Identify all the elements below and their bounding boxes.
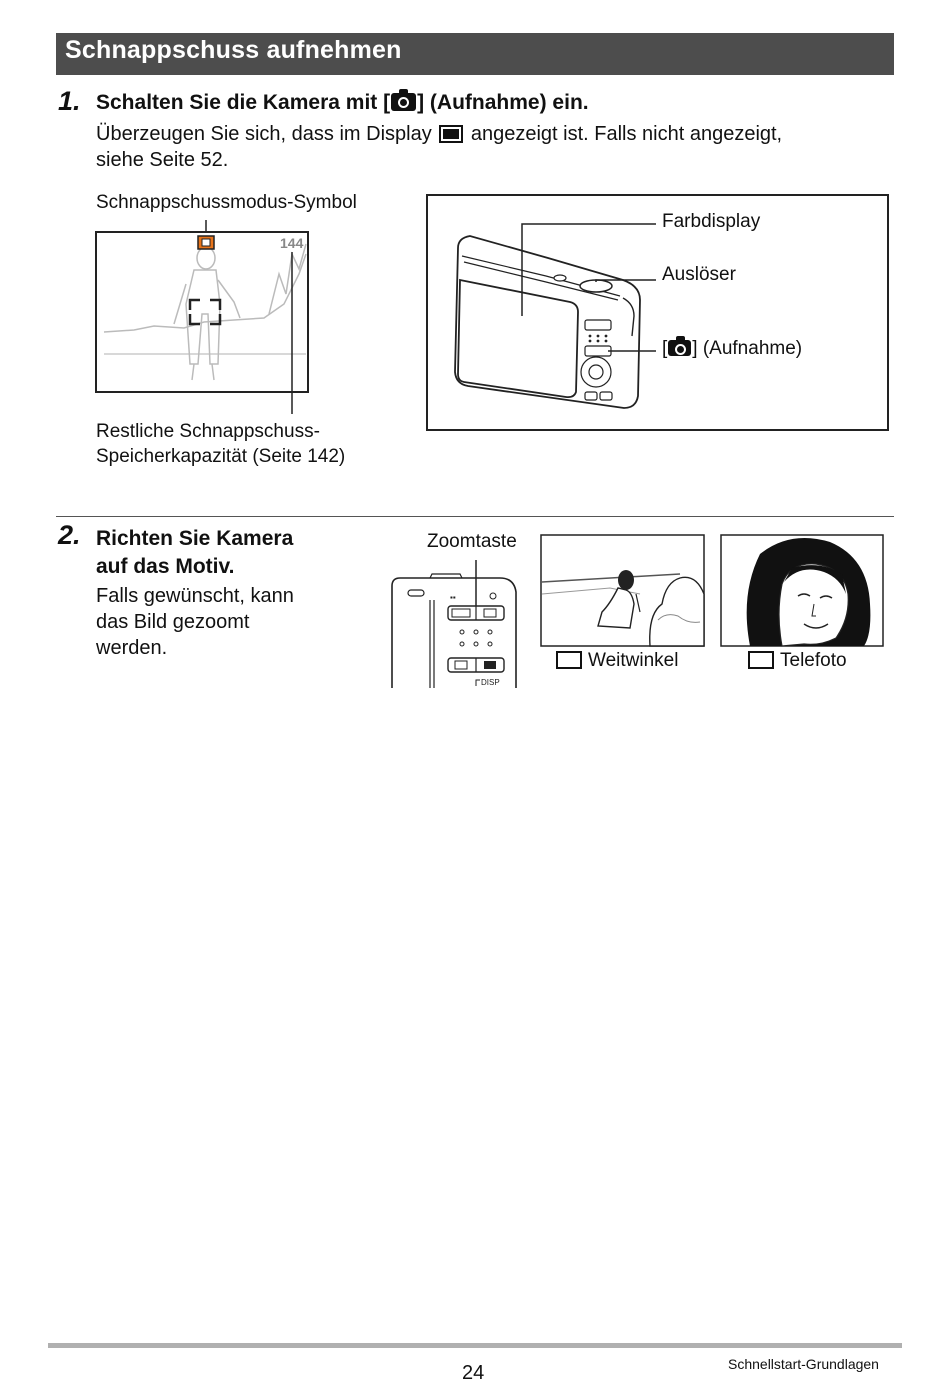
disp-label: DISP [481,678,500,687]
wide-angle-icon [556,651,582,669]
remaining-capacity-label: Restliche Schnappschuss- Speicherkapazit… [96,419,345,469]
step-2-body-line3: werden. [96,637,168,659]
wide-angle-photo [540,534,705,647]
page-number: 24 [462,1362,485,1384]
telephoto-icon [748,651,774,669]
footer-rule [48,1343,902,1348]
snapshot-mode-symbol-label: Schnappschussmodus-Symbol [96,192,357,213]
camera-record-icon [668,336,692,356]
wide-angle-text: Weitwinkel [588,650,679,671]
camera-back-figure: Farbdisplay Auslöser [ ] (Aufnahme) [426,194,889,431]
camera-back-illustration [454,223,656,409]
section-title: Schnappschuss aufnehmen [65,36,402,64]
step-2-title-line2: auf das Motiv. [96,555,235,578]
step-1-title-pre: Schalten Sie die Kamera mit [ [96,91,391,114]
record-button-label: [ ] (Aufnahme) [662,336,803,360]
step-2-title: Richten Sie Kamera auf das Motiv. [96,525,293,581]
remaining-capacity-line2: Speicherkapazität (Seite 142) [96,446,346,467]
svg-text:▪▪: ▪▪ [450,593,456,602]
lcd-screen-illustration: 144 [95,220,309,414]
focus-frame [188,298,222,326]
step-1-body-post: angezeigt ist. Falls nicht angezeigt, [470,123,783,145]
step-1-number: 1. [58,86,81,116]
step-1-body-line2: siehe Seite 52. [96,149,229,171]
step-2-body-line1: Falls gewünscht, kann [96,585,294,607]
step-2-number: 2. [58,520,81,550]
record-label-pre: [ [662,338,668,359]
section-divider [56,516,894,517]
record-label-post: ] (Aufnahme) [692,338,803,359]
section-header: Schnappschuss aufnehmen [56,33,894,75]
step-1-title-post: ] (Aufnahme) ein. [417,91,589,114]
telephoto-photo [720,534,884,647]
camera-record-icon [391,89,417,111]
step-2-title-line1: Richten Sie Kamera [96,527,294,550]
step-1-body: Überzeugen Sie sich, dass im Display ang… [96,121,886,173]
telephoto-label: Telefoto [748,650,847,672]
footer-section-name: Schnellstart-Grundlagen [728,1356,879,1372]
remaining-shots-counter: 144 [280,235,304,251]
step-2-body-line2: das Bild gezoomt [96,611,250,633]
zoom-key-label: Zoomtaste [427,531,517,552]
color-display-label: Farbdisplay [662,211,761,232]
step-1-title: Schalten Sie die Kamera mit [ ] (Aufnahme… [96,89,589,115]
shutter-button-label: Auslöser [662,264,736,285]
step-1-body-pre: Überzeugen Sie sich, dass im Display [96,123,432,145]
telephoto-text: Telefoto [780,650,847,671]
step-2-body: Falls gewünscht, kann das Bild gezoomt w… [96,583,294,661]
wide-angle-label: Weitwinkel [556,650,678,672]
remaining-capacity-line1: Restliche Schnappschuss- [96,421,320,442]
display-icon [439,125,464,143]
zoom-key-illustration: ▪▪ DISP [391,560,517,688]
